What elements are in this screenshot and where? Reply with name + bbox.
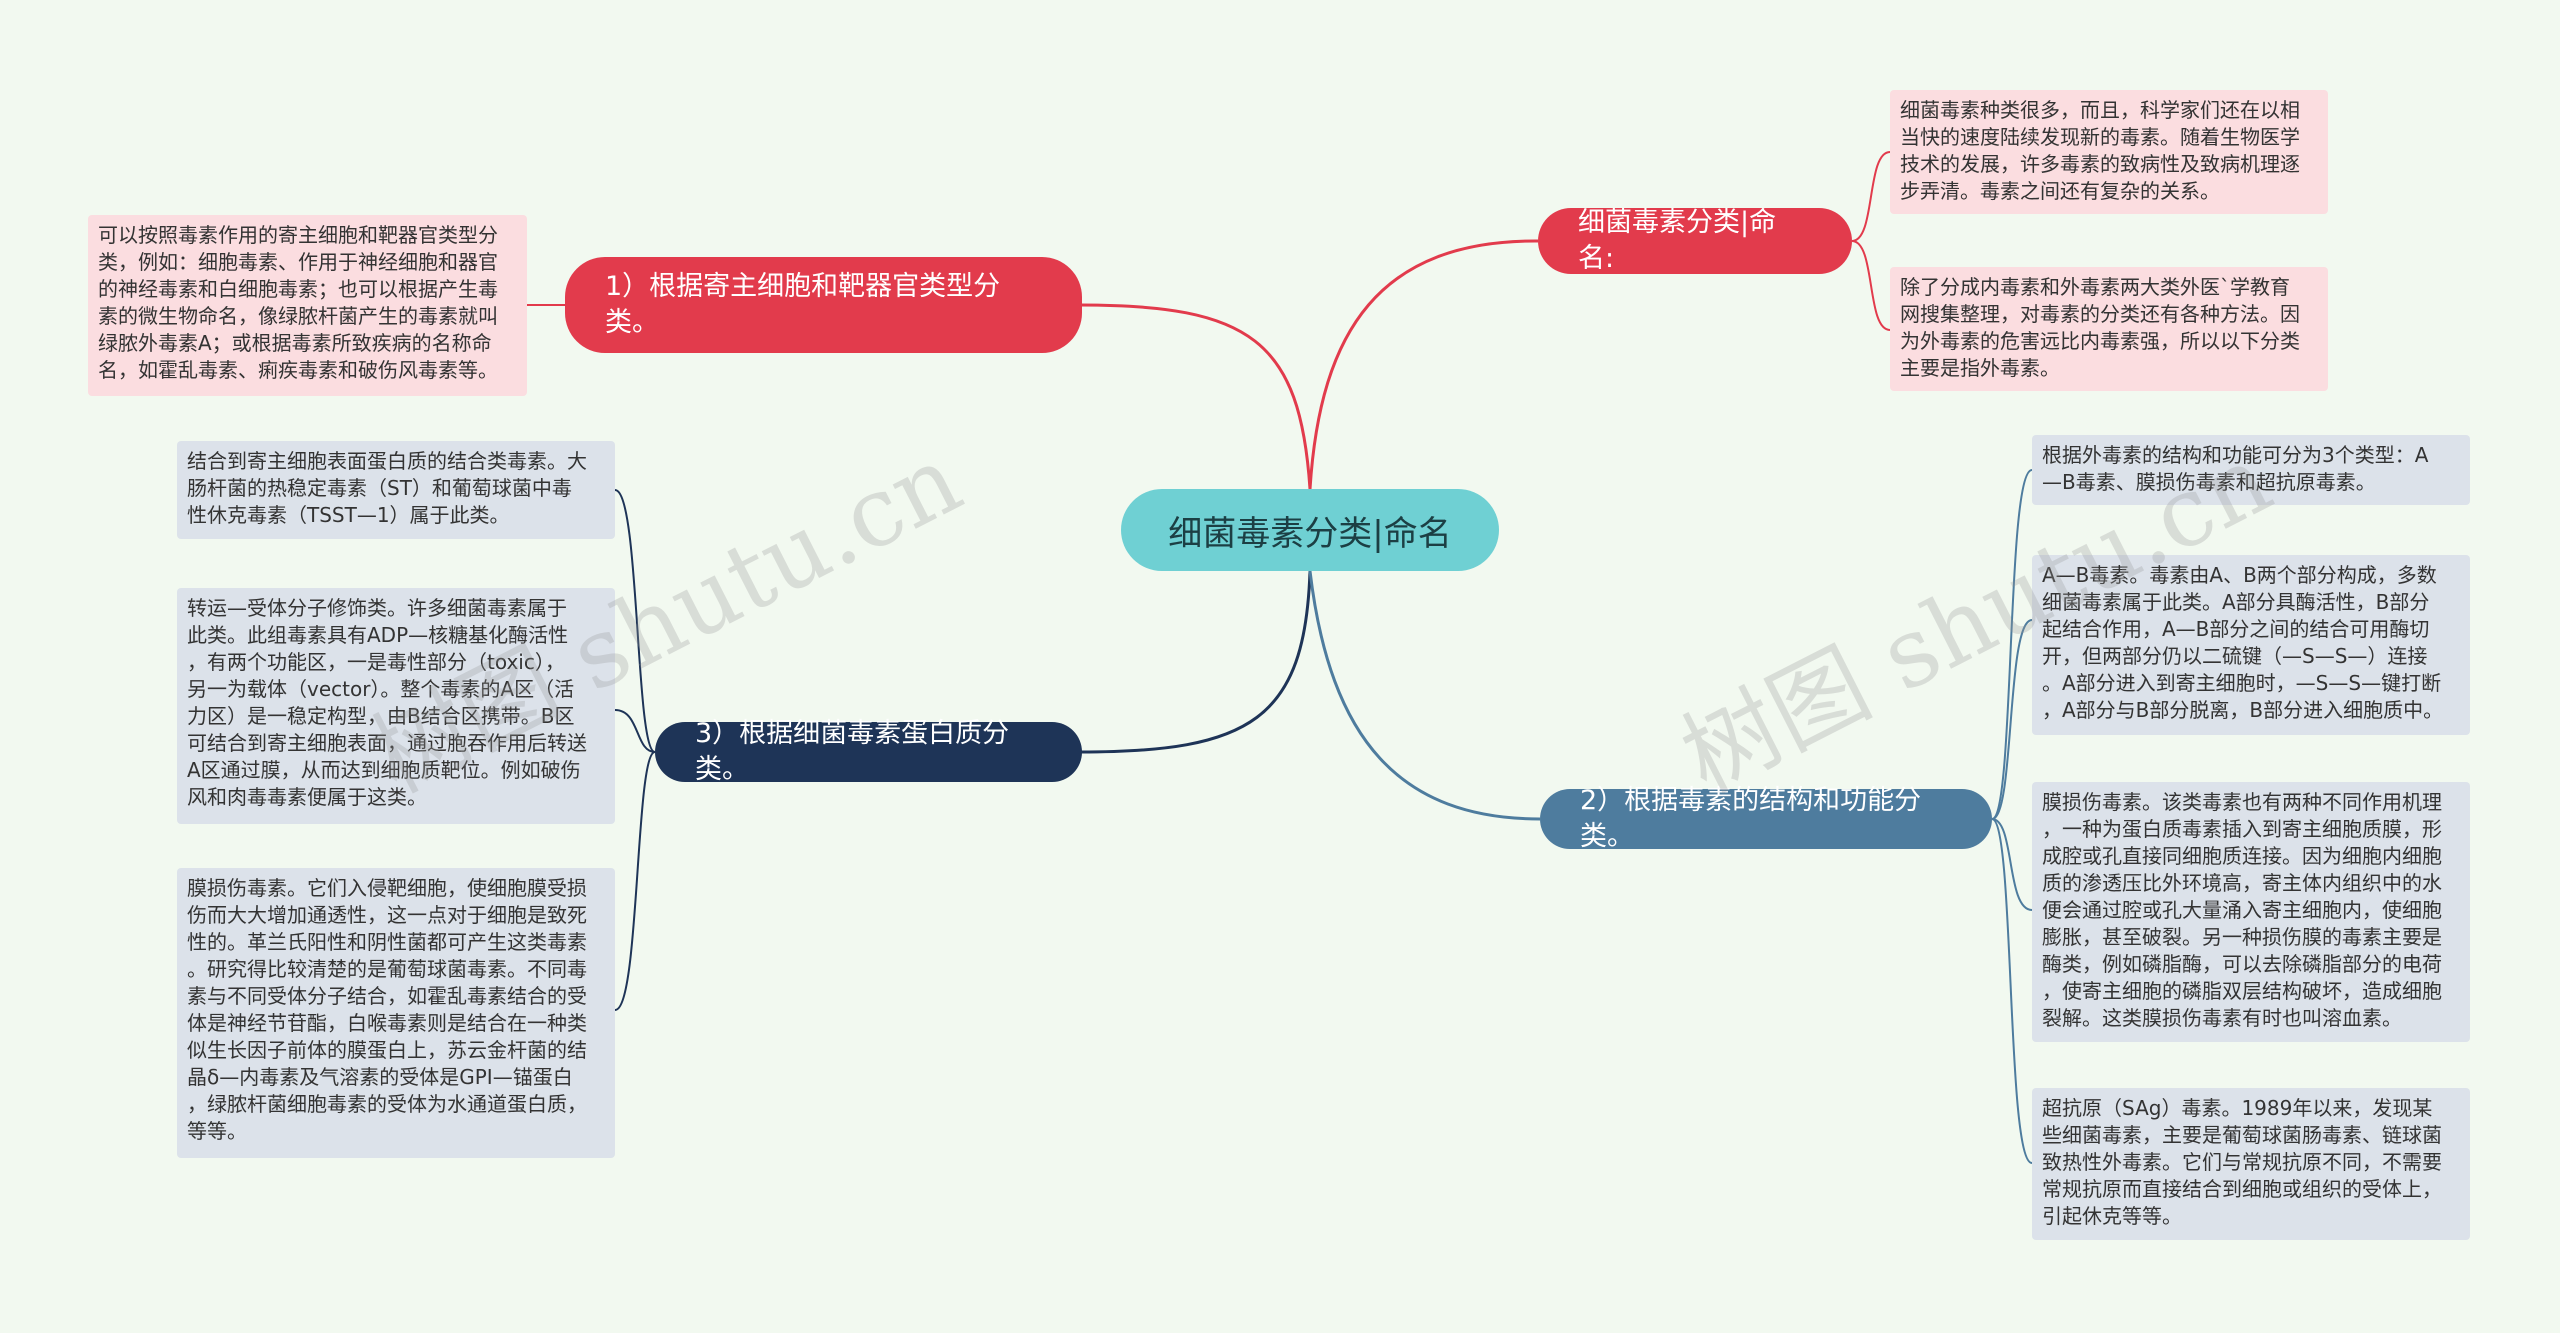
branch-structure-function[interactable]: 2）根据毒素的结构和功能分类。 (1540, 785, 1992, 852)
leaf-binding-toxin: 结合到寄主细胞表面蛋白质的结合类毒素。大 肠杆菌的热稳定毒素（ST）和葡萄球菌中… (177, 441, 615, 539)
link-lb-leaf-2 (614, 709, 656, 753)
leaf-host-cell-detail: 可以按照毒素作用的寄主细胞和靶器官类型分 类，例如：细胞毒素、作用于神经细胞和器… (88, 215, 527, 396)
root-topic[interactable]: 细菌毒素分类|命名 (1121, 489, 1499, 571)
link-rb-leaf-4 (1991, 818, 2033, 1164)
link-root-left-bottom (1079, 570, 1312, 754)
leaf-exotoxin-focus: 除了分成内毒素和外毒素两大类外医`学教育 网搜集整理，对毒素的分类还有各种方法。… (1890, 267, 2328, 391)
leaf-membrane-damage-right: 膜损伤毒素。该类毒素也有两种不同作用机理 ，一种为蛋白质毒素插入到寄主细胞质膜，… (2032, 782, 2470, 1042)
link-rb-leaf-2 (1991, 619, 2033, 820)
leaf-toxin-variety: 细菌毒素种类很多，而且，科学家们还在以相 当快的速度陆续发现新的毒素。随着生物医… (1890, 90, 2328, 214)
leaf-membrane-damage-left: 膜损伤毒素。它们入侵靶细胞，使细胞膜受损 伤而大大增加通透性，这一点对于细胞是致… (177, 868, 615, 1158)
link-root-right-bottom (1308, 570, 1541, 821)
link-rb-leaf-1 (1991, 469, 2033, 820)
branch-classification-naming[interactable]: 细菌毒素分类|命名: (1538, 207, 1852, 274)
link-rb-leaf-3 (1991, 818, 2033, 911)
leaf-superantigen: 超抗原（SAg）毒素。1989年以来，发现某 些细菌毒素，主要是葡萄球菌肠毒素、… (2032, 1088, 2470, 1240)
link-root-left-top (1079, 303, 1312, 490)
leaf-transport-receptor: 转运—受体分子修饰类。许多细菌毒素属于 此类。此组毒素具有ADP—核糖基化酶活性… (177, 588, 615, 824)
link-root-right-top (1308, 239, 1539, 490)
link-lb-leaf-3 (614, 751, 656, 1011)
link-lb-leaf-1 (614, 489, 656, 753)
leaf-ab-toxin: A—B毒素。毒素由A、B两个部分构成，多数 细菌毒素属于此类。A部分具酶活性，B… (2032, 555, 2470, 735)
link-rt-leaf-1 (1851, 151, 1891, 242)
branch-host-cell-type[interactable]: 1）根据寄主细胞和靶器官类型分 类。 (565, 257, 1082, 353)
leaf-three-types: 根据外毒素的结构和功能可分为3个类型：A —B毒素、膜损伤毒素和超抗原毒素。 (2032, 435, 2470, 505)
branch-protein-class[interactable]: 3）根据细菌毒素蛋白质分类。 (655, 718, 1082, 785)
link-rt-leaf-2 (1851, 240, 1891, 331)
